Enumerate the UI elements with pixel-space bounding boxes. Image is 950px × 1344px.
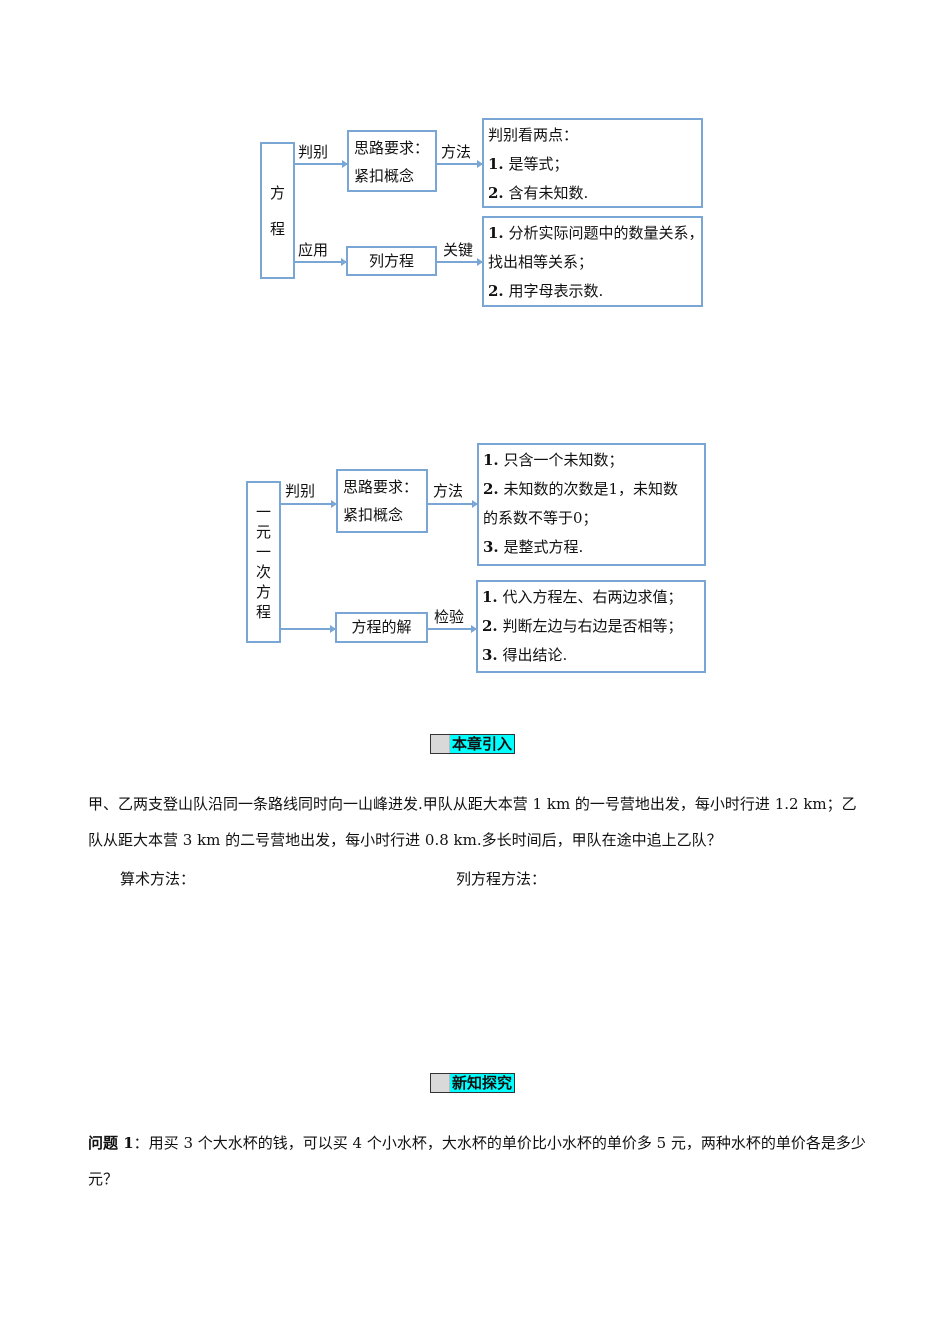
node-text: 紧扣概念 (354, 167, 415, 185)
arrow-solution (281, 625, 336, 633)
detail-line: 2. 判断左边与右边是否相等； (482, 617, 683, 635)
root-node-equation: 方 程 (260, 142, 295, 279)
edge-label-method: 方法 (433, 482, 464, 500)
intro-problem-paragraph: 甲、乙两支登山队沿同一条路线同时向一山峰进发.甲队从距大本营 1 km 的一号营… (88, 795, 857, 849)
detail-line: 判别看两点： (488, 126, 579, 144)
arrow-apply (295, 258, 347, 266)
detail-line: 1. 代入方程左、右两边求值； (482, 588, 683, 606)
root-char: 方 (269, 183, 285, 202)
detail-line: 2. 未知数的次数是1，未知数 (483, 480, 678, 498)
heading-marker (431, 735, 450, 753)
node-text: 列方程 (368, 251, 414, 270)
node-thinking-requirement: 思路要求： 紧扣概念 (347, 130, 437, 192)
question-label: 问题 1 (88, 1134, 134, 1152)
root-char: 程 (255, 603, 271, 621)
arrow-judge (281, 500, 337, 508)
node-thinking-requirement: 思路要求： 紧扣概念 (336, 469, 428, 533)
section-heading-new-knowledge: 新知探究 (430, 1073, 516, 1093)
detail-line: 找出相等关系； (488, 253, 594, 271)
detail-line: 1. 只含一个未知数； (483, 451, 624, 469)
node-text: 紧扣概念 (343, 506, 404, 524)
detail-box-definition: 1. 只含一个未知数； 2. 未知数的次数是1，未知数 的系数不等于0； 3. … (477, 443, 706, 566)
question-text: ：用买 3 个大水杯的钱，可以买 4 个小水杯，大水杯的单价比小水杯的单价多 5… (88, 1134, 866, 1188)
detail-line: 1. 分析实际问题中的数量关系， (488, 224, 704, 242)
root-char: 一 (255, 543, 271, 561)
edge-label-key: 关键 (443, 241, 474, 259)
edge-label-apply: 应用 (298, 241, 329, 259)
root-char: 一 (255, 503, 271, 521)
root-char: 元 (255, 523, 271, 541)
detail-line: 2. 含有未知数. (488, 184, 589, 202)
arrow-key (437, 258, 483, 266)
heading-text: 本章引入 (450, 735, 515, 753)
heading-marker (431, 1074, 450, 1092)
detail-line: 1. 是等式； (488, 155, 569, 173)
heading-text: 新知探究 (450, 1074, 515, 1092)
node-form-equation: 列方程 (346, 246, 437, 276)
root-char: 方 (255, 583, 271, 601)
node-text: 思路要求： (354, 139, 430, 157)
detail-line: 的系数不等于0； (483, 509, 598, 527)
detail-line: 3. 得出结论. (482, 646, 568, 664)
edge-label-method: 方法 (441, 143, 472, 161)
arrow-method (428, 500, 478, 508)
node-text: 方程的解 (351, 618, 412, 636)
arrow-method (437, 160, 483, 168)
detail-box-verify: 1. 代入方程左、右两边求值； 2. 判断左边与右边是否相等； 3. 得出结论. (476, 580, 706, 673)
equation-method-label: 列方程方法： (456, 870, 547, 888)
root-char: 程 (269, 219, 285, 238)
edge-label-judge: 判别 (285, 482, 316, 500)
arithmetic-method-label: 算术方法： (120, 870, 196, 888)
arrow-verify (428, 625, 477, 633)
edge-label-judge: 判别 (298, 143, 329, 161)
arrow-judge (295, 160, 348, 168)
detail-line: 2. 用字母表示数. (488, 282, 604, 300)
detail-box-judge: 判别看两点： 1. 是等式； 2. 含有未知数. (482, 118, 703, 208)
detail-box-key: 1. 分析实际问题中的数量关系， 找出相等关系； 2. 用字母表示数. (482, 216, 703, 307)
node-text: 思路要求： (343, 478, 419, 496)
question-1-paragraph: 问题 1：用买 3 个大水杯的钱，可以买 4 个小水杯，大水杯的单价比小水杯的单… (88, 1125, 868, 1197)
section-heading-chapter-intro: 本章引入 (430, 734, 516, 754)
root-char: 次 (255, 563, 271, 581)
edge-label-verify: 检验 (434, 608, 465, 626)
root-node-linear-equation: 一 元 一 次 方 程 (246, 481, 281, 643)
detail-line: 3. 是整式方程. (483, 538, 584, 556)
node-equation-solution: 方程的解 (335, 612, 428, 643)
